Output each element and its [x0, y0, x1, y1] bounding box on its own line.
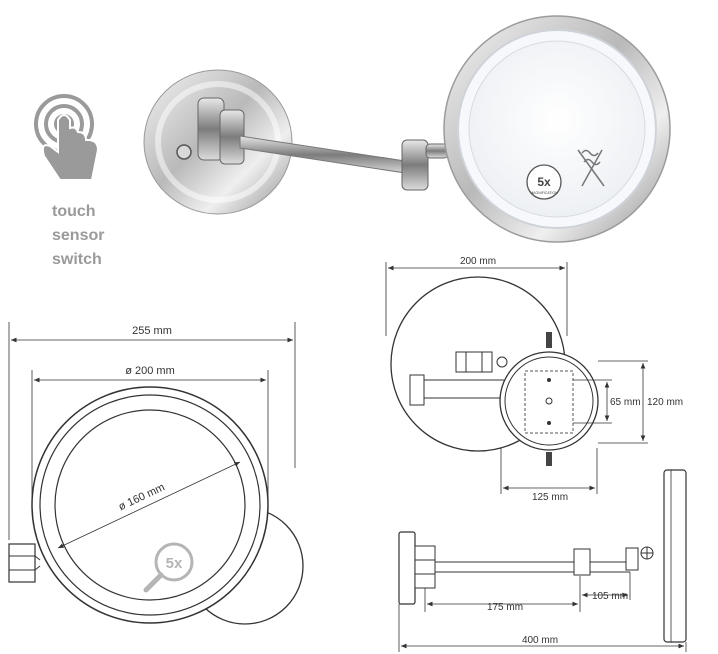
touch-label-line-1: touch	[52, 203, 96, 220]
badge-label: 5x	[537, 175, 551, 189]
dim-line-160	[57, 461, 241, 549]
dim-mirror-diameter: ø 200 mm	[125, 365, 175, 377]
touch-sensor-label: touch sensor switch	[52, 200, 142, 272]
product-photo: 5x MAGNIFICATION	[143, 15, 671, 243]
side-mirror-edge	[663, 469, 687, 643]
dim-arm-short: 105 mm	[592, 591, 628, 602]
touch-sensor-button	[176, 144, 192, 160]
front-mirror-glass	[54, 409, 246, 601]
front-badge-label: 5x	[166, 555, 183, 572]
anti-fog-icon	[577, 149, 605, 187]
dim-overall-width: 255 mm	[132, 325, 172, 337]
mirror-glass	[468, 40, 646, 218]
front-connector	[8, 543, 36, 583]
dim-plate-height: 120 mm	[647, 397, 683, 408]
dim-total-reach: 400 mm	[522, 635, 558, 646]
top-view: 200 mm 120 mm 65 mm 125 mm	[385, 256, 683, 503]
side-wall-plate	[398, 531, 416, 605]
front-view: 5x 255 mm ø 200 mm ø 160 mm	[8, 322, 304, 625]
touch-icon	[34, 94, 100, 181]
dim-hole-spacing: 65 mm	[610, 397, 641, 408]
dim-plate-width: 125 mm	[532, 492, 568, 503]
magnification-badge	[526, 164, 562, 200]
dim-arm-segment: 175 mm	[487, 602, 523, 613]
top-wall-plate	[499, 351, 599, 451]
touch-label-line-3: switch	[52, 251, 102, 268]
badge-sublabel: MAGNIFICATION	[530, 191, 558, 195]
side-view: 175 mm 105 mm 400 mm	[398, 469, 687, 652]
touch-label-line-2: sensor	[52, 227, 105, 244]
arm-joint	[401, 139, 429, 191]
dim-top-width: 200 mm	[460, 256, 496, 267]
